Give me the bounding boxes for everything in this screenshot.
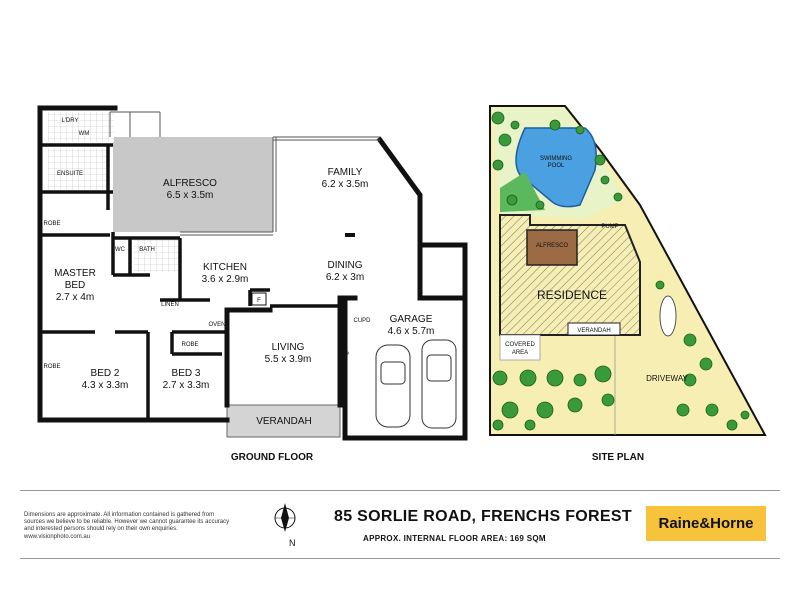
room-label-bed2: BED 2: [91, 368, 120, 379]
swimming-pool: [515, 127, 597, 208]
room-label-bed3: BED 3: [172, 368, 201, 379]
room-size-living: 5.5 x 3.9m: [265, 354, 312, 365]
room-label-dining: DINING: [328, 260, 363, 271]
room-label-linen: LINEN: [161, 302, 179, 308]
room-label-robe-bed3: ROBE: [181, 342, 198, 348]
room-label-wm: WM: [79, 131, 90, 137]
room-label-robe-master: ROBE: [43, 221, 60, 227]
site-verandah: [567, 322, 621, 336]
room-label-cupd: CUPD: [353, 318, 371, 324]
room-label-master-1: MASTER: [54, 268, 96, 279]
agency-logo: Raine&Horne: [646, 506, 766, 541]
site-plan-caption: SITE PLAN: [592, 452, 644, 463]
dining-table: [345, 233, 355, 237]
room-label-garage: GARAGE: [390, 314, 433, 325]
room-label-oven: OVEN: [208, 322, 225, 328]
site-plan: SWIMMING POOL PUMP ALFRESCO RESIDENCE VE…: [489, 105, 767, 463]
website-link[interactable]: www.visionphoto.com.au: [24, 534, 91, 540]
room-label-alfresco: ALFRESCO: [163, 178, 217, 189]
site-alfresco: [526, 229, 578, 266]
site-label-pump: PUMP: [601, 224, 618, 230]
room-label-wc: WC: [115, 247, 126, 253]
internal-walls: [40, 143, 340, 420]
garage-cars: [375, 339, 457, 429]
site-label-alfresco: ALFRESCO: [536, 243, 569, 249]
disclaimer-text: Dimensions are approximate. All informat…: [24, 512, 230, 532]
room-label-bath: BATH: [139, 247, 155, 253]
site-covered-area: [499, 334, 541, 361]
site-label-driveway: DRIVEWAY: [646, 374, 688, 383]
site-plants: [491, 111, 750, 431]
room-size-garage: 4.6 x 5.7m: [388, 326, 435, 337]
room-size-bed2: 4.3 x 3.3m: [82, 380, 129, 391]
compass-icon: N: [274, 503, 296, 548]
windows: [109, 111, 380, 236]
site-boat: [659, 295, 677, 337]
footer-top-rule: [20, 490, 780, 491]
room-size-kitchen: 3.6 x 2.9m: [202, 274, 249, 285]
room-label-fp: FP: [341, 352, 349, 358]
room-label-ensuite: ENSUITE: [57, 171, 83, 177]
room-size-master: 2.7 x 4m: [56, 292, 94, 303]
room-label-family: FAMILY: [328, 167, 363, 178]
room-label-kitchen: KITCHEN: [203, 262, 247, 273]
site-label-verandah: VERANDAH: [577, 328, 610, 334]
room-size-dining: 6.2 x 3m: [326, 272, 364, 283]
room-label-robe-bed2: ROBE: [43, 364, 60, 370]
room-label-master-2: BED: [65, 280, 86, 291]
site-label-pool: POOL: [548, 163, 565, 169]
site-label-swimming: SWIMMING: [540, 156, 572, 162]
room-label-fridge: F: [257, 298, 261, 304]
ground-floor-caption: GROUND FLOOR: [231, 452, 314, 463]
walls: [37, 105, 468, 441]
fridge-box: [251, 292, 267, 306]
verandah-area: [226, 404, 341, 438]
laundry-tiles: [48, 112, 114, 142]
property-address: 85 SORLIE ROAD, FRENCHS FOREST: [334, 508, 632, 525]
ensuite-tiles: [48, 148, 108, 190]
compass-letter: N: [289, 538, 296, 548]
room-label-verandah: VERANDAH: [256, 416, 312, 427]
floor-area: APPROX. INTERNAL FLOOR AREA: 169 SQM: [363, 534, 546, 543]
room-size-bed3: 2.7 x 3.3m: [163, 380, 210, 391]
disclaimer: Dimensions are approximate. All informat…: [24, 512, 232, 541]
site-label-covered: COVERED: [505, 342, 535, 348]
site-label-area: AREA: [512, 350, 528, 356]
room-size-alfresco: 6.5 x 3.5m: [167, 190, 214, 201]
room-size-family: 6.2 x 3.5m: [322, 179, 369, 190]
site-label-residence: RESIDENCE: [537, 288, 607, 302]
alfresco-area: [113, 137, 273, 232]
ground-floor-plan: L'DRY WM ENSUITE ALFRESCO 6.5 x 3.5m FAM…: [37, 105, 468, 463]
bath-tiles: [134, 238, 180, 272]
room-label-laundry: L'DRY: [61, 118, 78, 124]
room-label-living: LIVING: [272, 342, 305, 353]
footer-bottom-rule: [20, 558, 780, 559]
